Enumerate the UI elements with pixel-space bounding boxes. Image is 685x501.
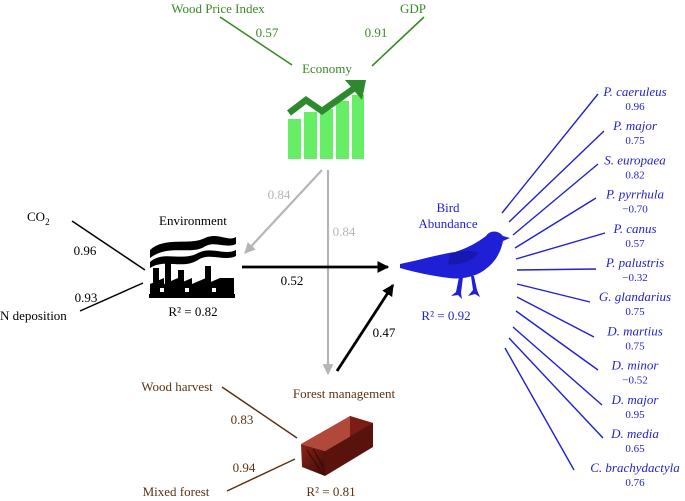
species-loading: −0.32 [622, 272, 647, 284]
species-name: P. pyrrhula [605, 187, 665, 202]
path-arrows: 0.84 0.84 0.52 0.47 [242, 169, 396, 376]
gdp-loading-line [371, 16, 425, 67]
species-name: P. caeruleus [602, 84, 666, 99]
species-loading-line [508, 130, 605, 223]
economy-chart-icon [287, 80, 366, 159]
wood-price-index-loading: 0.57 [256, 25, 279, 40]
co2-label: CO2 [27, 209, 50, 227]
species-loading-line [512, 163, 599, 236]
forest-bird-coefficient: 0.47 [373, 325, 396, 340]
species-name: D. martius [606, 323, 663, 338]
bird-r2: R² = 0.92 [421, 308, 470, 323]
forest-group: Wood harvest Mixed forest 0.83 0.94 Fore… [141, 379, 395, 499]
n-deposition-loading-line [79, 282, 144, 312]
species-loading: 0.75 [625, 135, 645, 147]
species-name: P. canus [612, 221, 656, 236]
n-deposition-loading: 0.93 [75, 290, 98, 305]
wood-harvest-loading-line [221, 386, 298, 439]
environment-bird-coefficient: 0.52 [281, 273, 304, 288]
species-loading: 0.76 [625, 477, 645, 489]
species-loading-line [512, 326, 603, 406]
environment-r2: R² = 0.82 [168, 304, 217, 319]
economy-environment-coefficient: 0.84 [268, 187, 291, 202]
species-loading-line [508, 337, 604, 439]
species-name: D. major [611, 392, 660, 407]
wood-price-index-loading-line [219, 16, 293, 66]
bird-title-line2: Abundance [418, 216, 477, 231]
species-name: D. minor [611, 358, 660, 373]
wood-harvest-loading: 0.83 [231, 412, 254, 427]
species-name: P. major [612, 118, 658, 133]
co2-loading-line [71, 220, 146, 271]
wood-log-icon [301, 416, 373, 476]
species-loadings: P. caeruleus 0.96 P. major 0.75 S. europaea 0… [501, 84, 680, 489]
species-loading-line [501, 93, 599, 214]
species-loading-line [516, 283, 591, 303]
species-loading: 0.95 [625, 409, 645, 421]
environment-group: CO2 N deposition 0.96 0.93 Environment R… [0, 209, 236, 323]
species-loading: 0.75 [625, 306, 645, 318]
economy-forest-coefficient: 0.84 [333, 224, 356, 239]
species-name: P. palustris [605, 255, 664, 270]
co2-loading: 0.96 [74, 243, 97, 258]
bird-group: Bird Abundance R² = 0.92 P. caeruleus 0.9… [400, 84, 680, 489]
mixed-forest-loading-line [226, 458, 296, 492]
species-loading: −0.52 [622, 375, 647, 387]
economy-to-environment-arrow [244, 169, 323, 254]
wood-price-index-label: Wood Price Index [171, 1, 265, 16]
economy-group: Wood Price Index GDP 0.57 0.91 Economy [171, 1, 426, 159]
species-loading-line [504, 347, 575, 471]
species-name: C. brachydactyla [590, 460, 680, 475]
bird-icon [400, 231, 510, 299]
species-name: D. media [610, 426, 659, 441]
n-deposition-label: N deposition [0, 308, 67, 323]
mixed-forest-loading: 0.94 [233, 460, 256, 475]
species-loading: 0.65 [625, 443, 645, 455]
species-name: S. europaea [604, 152, 666, 167]
forest-title: Forest management [293, 386, 396, 401]
factory-icon [149, 236, 236, 298]
species-loading-line [515, 310, 599, 371]
environment-title: Environment [159, 213, 227, 228]
mixed-forest-label: Mixed forest [143, 484, 210, 499]
species-loading: 0.57 [625, 238, 645, 250]
forest-r2: R² = 0.81 [306, 484, 355, 499]
wood-harvest-label: Wood harvest [141, 379, 213, 394]
gdp-loading: 0.91 [365, 25, 388, 40]
gdp-label: GDP [400, 1, 426, 16]
species-loading: 0.75 [625, 340, 645, 352]
economy-title: Economy [302, 61, 352, 76]
species-name: G. glandarius [599, 289, 671, 304]
species-loading: 0.96 [625, 101, 645, 113]
species-loading: 0.82 [625, 169, 644, 181]
species-loading-line [516, 268, 597, 271]
bird-title-line1: Bird [436, 200, 460, 215]
species-loading-line [515, 232, 606, 260]
species-loading-line [516, 296, 595, 338]
forest-to-bird-arrow [335, 284, 395, 372]
species-loading: −0.70 [622, 204, 648, 216]
species-loading-line [514, 197, 597, 249]
